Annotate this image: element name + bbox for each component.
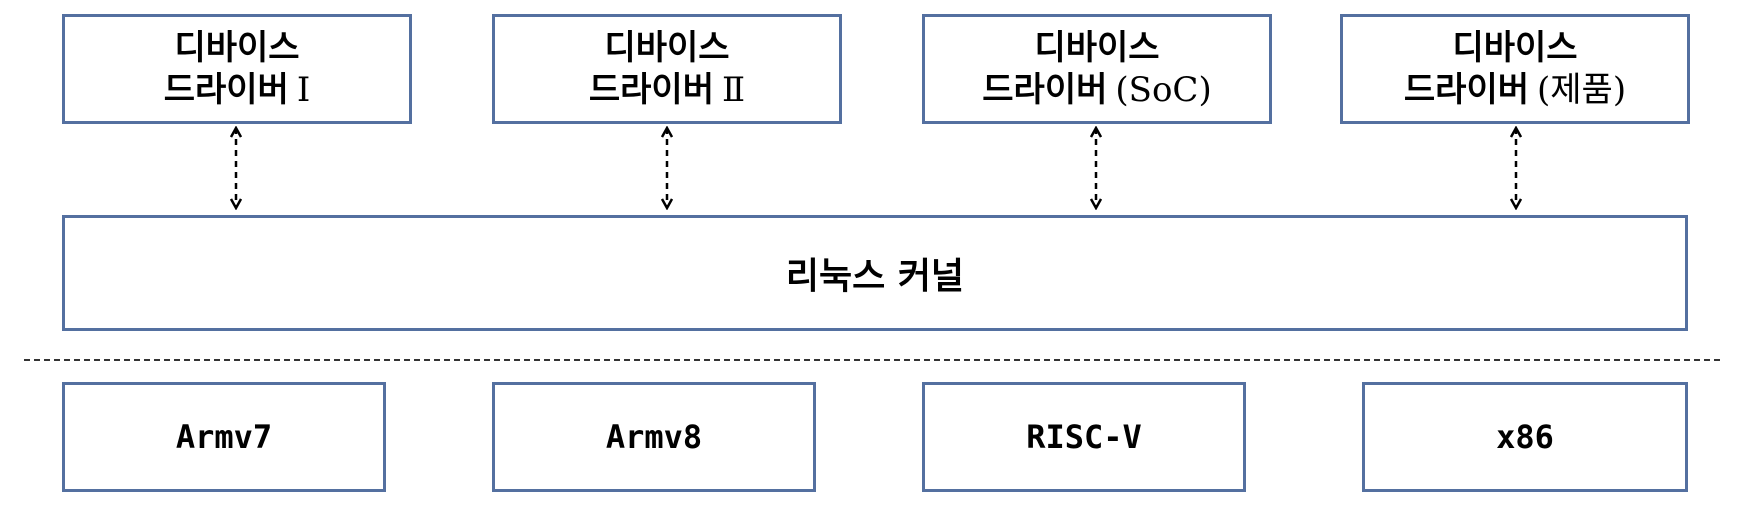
- arch-label: Armv8: [605, 418, 703, 456]
- kernel-label: 리눅스 커널: [785, 256, 965, 297]
- dashed-divider: [24, 359, 1720, 361]
- driver-line1: 디바이스: [174, 28, 300, 68]
- driver-line1: 디바이스: [604, 28, 730, 68]
- arch-label: x86: [1496, 418, 1554, 456]
- driver-line2: 드라이버: [982, 70, 1108, 110]
- driver-line1: 디바이스: [1452, 28, 1578, 68]
- driver-suffix: Ⅰ: [296, 70, 311, 110]
- arch-box-armv7: Armv7: [62, 382, 386, 492]
- driver-line2: 드라이버: [163, 70, 289, 110]
- driver-line2: 드라이버: [588, 70, 714, 110]
- driver-suffix: (SoC): [1115, 70, 1212, 110]
- arch-box-armv8: Armv8: [492, 382, 816, 492]
- driver-box-3: 디바이스 드라이버(SoC): [922, 14, 1272, 124]
- linux-kernel-box: 리눅스 커널: [62, 215, 1688, 331]
- driver-suffix: Ⅱ: [722, 70, 746, 110]
- driver-box-4: 디바이스 드라이버(제품): [1340, 14, 1690, 124]
- arch-box-riscv: RISC-V: [922, 382, 1246, 492]
- driver-line2: 드라이버: [1403, 70, 1530, 110]
- driver-suffix: (제품): [1537, 70, 1627, 110]
- arch-box-x86: x86: [1362, 382, 1688, 492]
- arch-label: Armv7: [175, 418, 273, 456]
- driver-line1: 디바이스: [1034, 28, 1160, 68]
- arch-label: RISC-V: [1026, 418, 1142, 456]
